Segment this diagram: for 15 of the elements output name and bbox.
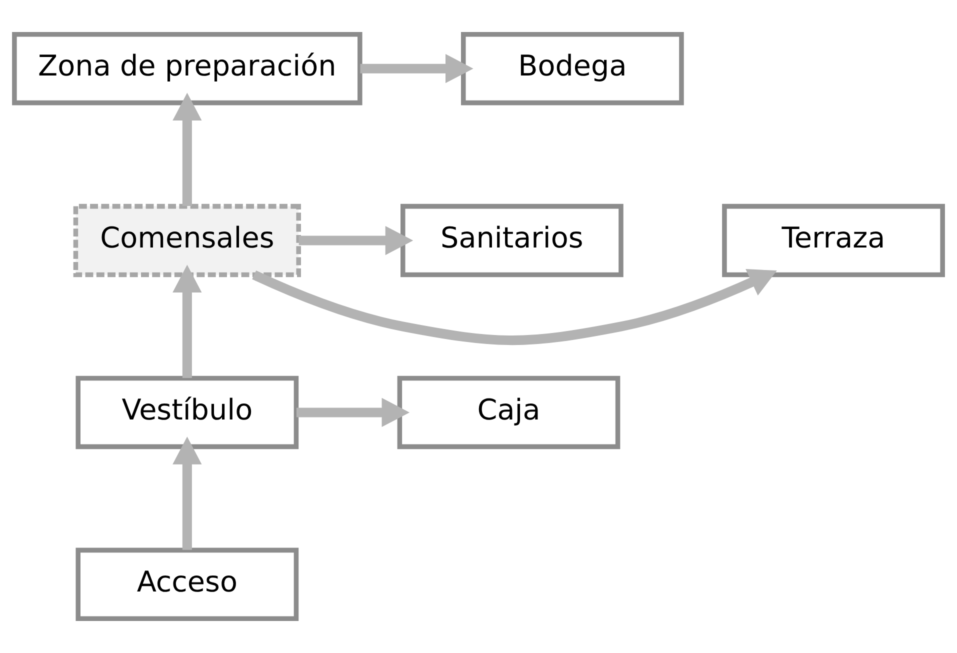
arrow [298,226,414,256]
node-box: Vestíbulo [76,376,299,450]
node-box: Caja [397,376,620,450]
node-box: Sanitarios [400,204,624,278]
arrow [252,269,777,346]
node-box: Terraza [722,204,945,278]
arrow [172,92,202,206]
node-box: Acceso [76,548,299,622]
arrow [172,264,202,378]
node-box: Zona de preparación [12,32,362,106]
arrow [360,54,474,84]
arrow [172,436,202,550]
node-box: Bodega [460,32,684,106]
node-box: Comensales [73,204,301,278]
arrow [296,398,410,428]
